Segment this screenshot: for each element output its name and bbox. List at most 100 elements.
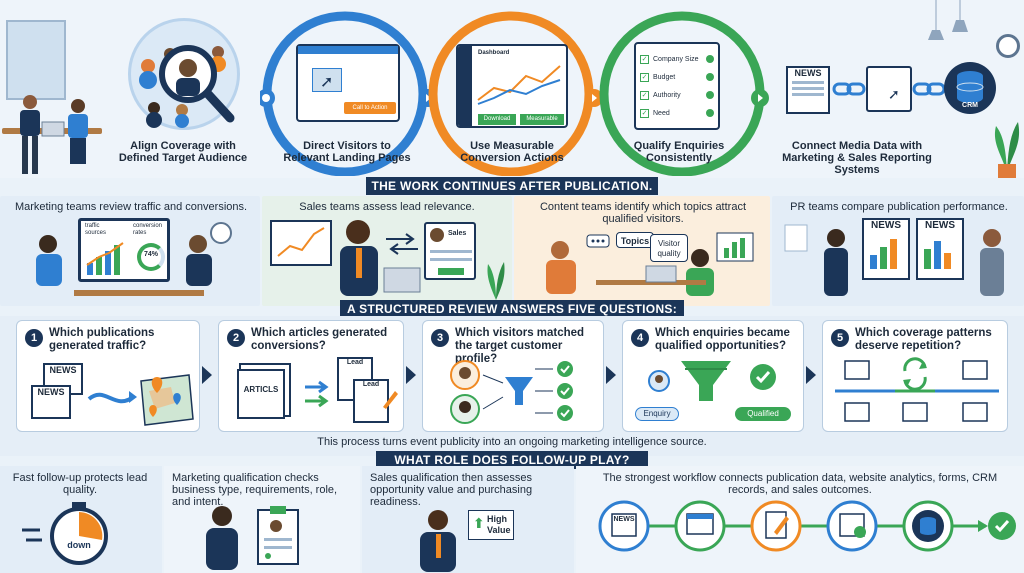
pen-icon bbox=[383, 391, 398, 409]
arrow-connector-2 bbox=[585, 89, 603, 107]
office-people-illustration bbox=[20, 95, 88, 174]
monitor-analytics: traffic sources conversion rates 74% bbox=[78, 218, 170, 282]
enquiry-pill: Enquiry bbox=[635, 407, 679, 421]
visitor-quality-bubble: Visitor quality bbox=[650, 234, 688, 262]
question-number: 2 bbox=[227, 329, 245, 347]
question-number: 1 bbox=[25, 329, 43, 347]
clock-icon bbox=[210, 222, 232, 244]
status-dot bbox=[706, 109, 714, 117]
status-dot bbox=[706, 91, 714, 99]
news-lines bbox=[792, 81, 824, 84]
sales-person-illustration bbox=[340, 220, 421, 296]
checklist-row: ✓ Need bbox=[640, 104, 714, 122]
content-people-illustration bbox=[546, 241, 714, 296]
clock-icon bbox=[996, 34, 1020, 58]
card-lines bbox=[430, 258, 472, 261]
lead-label: Lead bbox=[346, 359, 364, 366]
articles-stack: ARTICLS bbox=[237, 369, 285, 419]
plant-icon bbox=[994, 122, 1020, 178]
news-lines bbox=[792, 93, 824, 96]
news-sheet: NEWS bbox=[786, 66, 830, 114]
news-label: NEWS bbox=[49, 365, 77, 375]
news-sheet-front: NEWS bbox=[31, 385, 71, 419]
browser-bar bbox=[298, 46, 398, 54]
question-card-2: 2 Which articles generated conversions? … bbox=[218, 320, 404, 432]
chevron-3 bbox=[606, 366, 616, 384]
news-board-1: NEWS bbox=[862, 218, 910, 280]
check-icon: ✓ bbox=[640, 72, 649, 82]
magnifier-icon bbox=[139, 45, 235, 128]
banner-follow-up: WHAT ROLE DOES FOLLOW-UP PLAY? bbox=[376, 451, 648, 469]
banner-work-continues: THE WORK CONTINUES AFTER PUBLICATION. bbox=[366, 177, 658, 195]
news-board-2: NEWS bbox=[916, 218, 964, 280]
dashboard-screen: Dashboard Download Measurable bbox=[456, 44, 568, 128]
checklist-row: ✓ Budget bbox=[640, 68, 714, 86]
banner-five-questions: A STRUCTURED REVIEW ANSWERS FIVE QUESTIO… bbox=[340, 300, 684, 318]
checklist-label: Authority bbox=[653, 91, 681, 99]
chevron-4 bbox=[806, 366, 816, 384]
checklist-label: Company Size bbox=[653, 55, 699, 63]
marketing-people-illustration bbox=[36, 235, 212, 296]
sales-qualifier-illustration bbox=[420, 510, 456, 572]
dashboard-line-chart bbox=[477, 65, 561, 105]
sales-profile-card: Sales bbox=[424, 222, 476, 280]
percent-gauge bbox=[137, 243, 165, 271]
conversion-arrows-icon bbox=[305, 380, 329, 408]
report-screen: ➚ bbox=[866, 66, 912, 112]
followup-text-3: Sales qualification then assesses opport… bbox=[370, 472, 533, 508]
question-text: Which enquiries became qualified opportu… bbox=[655, 327, 790, 352]
chevron-1 bbox=[202, 366, 212, 384]
pr-people-illustration bbox=[824, 229, 1004, 296]
top-item-title-1: Align Coverage with Defined Target Audie… bbox=[118, 140, 248, 164]
conversion-rates-label: conversion rates bbox=[133, 223, 163, 236]
team-text-sales: Sales teams assess lead relevance. bbox=[299, 201, 475, 213]
team-text-content: Content teams identify which topics attr… bbox=[539, 201, 747, 225]
dashboard-sidebar bbox=[458, 46, 472, 126]
followup-text-1: Fast follow-up protects lead quality. bbox=[12, 472, 148, 496]
top-section: Align Coverage with Defined Target Audie… bbox=[0, 0, 1024, 178]
question-card-5: 5 Which coverage patterns deserve repeti… bbox=[822, 320, 1008, 432]
arrow-up-icon: ⬆ bbox=[473, 515, 485, 531]
growth-chart-board bbox=[270, 220, 332, 266]
question-number: 4 bbox=[631, 329, 649, 347]
dashboard-label: Dashboard bbox=[478, 50, 510, 56]
chat-bubble-icon bbox=[586, 234, 610, 248]
checklist-row: ✓ Company Size bbox=[640, 50, 714, 68]
followup-text-4: The strongest workflow connects publicat… bbox=[602, 472, 998, 496]
profile-avatar bbox=[430, 228, 444, 242]
check-icon: ✓ bbox=[640, 90, 649, 100]
stopwatch-icon bbox=[22, 502, 108, 565]
traffic-bar-chart bbox=[86, 242, 124, 275]
card-green-bar bbox=[438, 268, 464, 275]
articles-label: ARTICLS bbox=[243, 385, 279, 394]
checklist-label: Need bbox=[653, 109, 670, 117]
lead-label: Lead bbox=[362, 381, 380, 388]
measurable-button: Measurable bbox=[520, 114, 564, 125]
funnel-icon bbox=[648, 361, 776, 401]
news-bar-chart bbox=[924, 241, 951, 269]
news-label: NEWS bbox=[871, 220, 901, 231]
check-icon: ✓ bbox=[640, 54, 649, 64]
qualified-pill: Qualified bbox=[735, 407, 791, 421]
news-label: NEWS bbox=[794, 68, 822, 78]
news-lines bbox=[792, 87, 824, 90]
high-value-label: High Value bbox=[487, 514, 511, 535]
cursor-box bbox=[312, 68, 342, 92]
traffic-map-icon bbox=[87, 374, 194, 426]
cta-button: Call to Action bbox=[344, 102, 396, 114]
team-text-marketing: Marketing teams review traffic and conve… bbox=[14, 201, 248, 213]
timer-label: down bbox=[67, 540, 91, 550]
high-value-sign: ⬆ High Value bbox=[468, 510, 514, 540]
question-card-1: 1 Which publications generated traffic? … bbox=[16, 320, 200, 432]
profile-match-icon bbox=[450, 360, 573, 424]
database-icon bbox=[956, 71, 984, 103]
followup-text-2: Marketing qualification checks business … bbox=[172, 472, 338, 508]
ring-green bbox=[599, 11, 769, 176]
marketing-qualifier-illustration bbox=[206, 506, 299, 570]
checklist-row: ✓ Authority bbox=[640, 86, 714, 104]
office-window bbox=[6, 20, 66, 100]
top-item-title-2: Direct Visitors to Relevant Landing Page… bbox=[283, 140, 411, 164]
question-text: Which articles generated conversions? bbox=[251, 327, 388, 352]
qualification-checklist: ✓ Company Size ✓ Budget ✓ Authority ✓ Ne… bbox=[634, 42, 720, 130]
top-item-title-5: Connect Media Data with Marketing & Sale… bbox=[782, 140, 932, 176]
